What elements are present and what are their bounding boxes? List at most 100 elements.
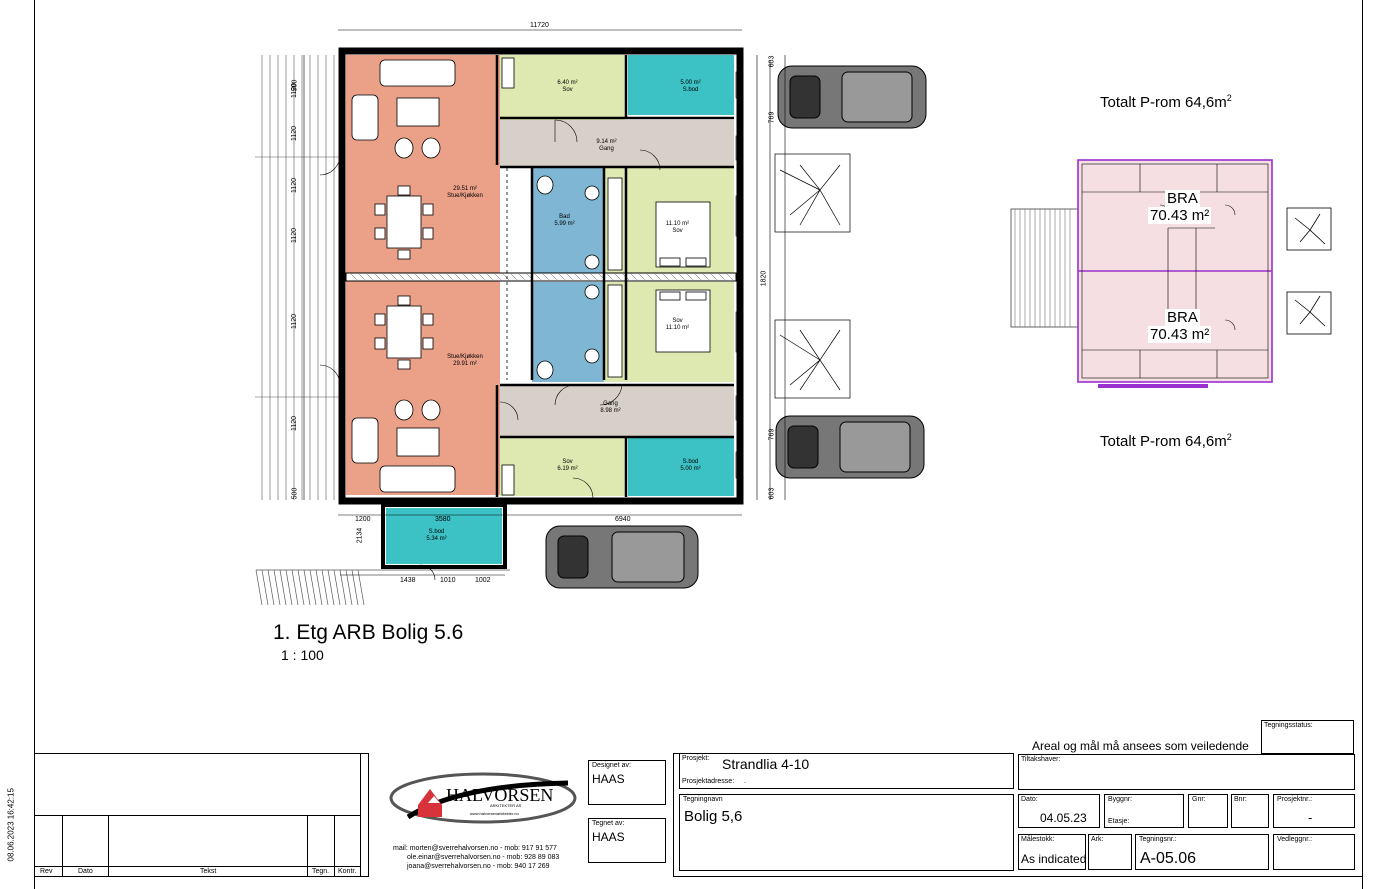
room-stue-top (346, 55, 500, 280)
prosjekt-value: Strandlia 4-10 (722, 756, 810, 772)
rev-header-rev: Rev (40, 868, 53, 875)
drawing-scale: 1 : 100 (281, 647, 324, 663)
logo-text: HALVORSEN (446, 785, 554, 805)
bnr-label: Bnr: (1234, 796, 1247, 803)
right-facade (735, 60, 771, 500)
malestokk-label: Målestokk: (1021, 836, 1055, 843)
room-sov-top-small (500, 55, 625, 120)
room-sov-bottom-small (500, 436, 625, 496)
dim-2134: 2134 (356, 527, 364, 544)
outer-walls (338, 47, 744, 505)
prosjektadresse-label: Prosjektadresse: (682, 778, 735, 785)
vedleggnr-box (1273, 834, 1355, 870)
tegningsnr-value: A-05.06 (1140, 850, 1197, 867)
dim-left-3: 1120 (291, 125, 299, 142)
rev-header-kontr: Kontr. (338, 868, 357, 875)
bra-label-bottom: BRA (1165, 309, 1200, 326)
car-middle (775, 415, 925, 479)
sheet-frame-bottom (34, 876, 1363, 877)
ark-box (1088, 834, 1132, 870)
prosjektnr-value: - (1308, 810, 1313, 825)
room-sbod-top (628, 55, 734, 115)
logo-url: www.halvorsenarkitekter.no (470, 811, 519, 816)
bra-label-top: BRA (1165, 190, 1200, 207)
room-gang-bottom (500, 386, 734, 436)
car-top (777, 65, 927, 129)
prosjekt-box (679, 753, 1014, 789)
contact-3: joana@sverrehalvorsen.no - mob: 940 17 2… (407, 863, 550, 870)
designet-av-box (588, 760, 666, 805)
dim-bottom-2: 3580 (435, 516, 451, 523)
byggnr-box (1104, 794, 1184, 828)
dim-right-4: 603 (768, 487, 776, 500)
room-sbod-outside (386, 508, 502, 564)
tegnet-av-box (588, 818, 666, 863)
bra-value-top: 70.43 m² (1148, 207, 1212, 224)
etasje-label: Etasje: (1108, 818, 1130, 825)
prosjektnr-label: Prosjektnr.: (1277, 796, 1313, 803)
tegnet-av-value: HAAS (592, 830, 625, 844)
note-text: Areal og mål må ansees som veiledende (1032, 739, 1249, 753)
tegningsnr-label: Tegningsnr.: (1139, 836, 1177, 843)
rev-header-tegn: Tegn. (312, 868, 330, 875)
gnr-box (1188, 794, 1228, 828)
prosjektnr-box (1273, 794, 1355, 828)
terrace-left (255, 55, 340, 500)
dim-right-1: 603 (768, 55, 776, 68)
side-date-stamp: 08.06.2023 16:42:15 (6, 788, 16, 862)
sheet-frame-right (1362, 0, 1363, 889)
prosjektadresse-value: . (744, 778, 746, 785)
dimension-lines (303, 29, 786, 576)
byggnr-label: Byggnr: (1108, 796, 1133, 803)
tegningsstatus-label: Tegningsstatus: (1264, 722, 1313, 729)
gnr-label: Gnr: (1192, 796, 1206, 803)
tiltakshaver-box (1018, 754, 1355, 790)
vedleggnr-label: Vedleggnr.: (1277, 836, 1313, 843)
door-swings (319, 119, 661, 581)
dim-small-3: 1002 (475, 577, 491, 584)
logo-sub: ARKITEKTER AS (490, 803, 522, 808)
malestokk-value: As indicated (1021, 852, 1087, 866)
total-p-rom-bottom: Totalt P-rom 64,6m2 (1100, 432, 1232, 450)
dim-left-2: 1120 (291, 82, 299, 99)
prosjekt-label: Prosjekt: (682, 755, 710, 762)
tegningnavn-box (679, 794, 1014, 871)
contact-2: ole.einar@sverrehalvorsen.no - mob: 928 … (407, 854, 560, 861)
dim-right-2: 769 (768, 111, 776, 124)
rev-header-dato: Dato (78, 868, 93, 875)
tiltakshaver-label: Tiltakshaver: (1021, 756, 1061, 763)
dim-left-6: 1120 (291, 313, 299, 330)
tegningsstatus-box (1261, 720, 1354, 754)
rev-header-tekst: Tekst (200, 868, 217, 875)
dim-bottom-1: 1200 (355, 516, 371, 523)
party-wall (345, 272, 737, 282)
designet-av-value: HAAS (592, 772, 625, 786)
tegningsnr-box (1135, 834, 1269, 870)
tegnet-av-label: Tegnet av: (592, 820, 625, 827)
interior-walls (495, 55, 734, 497)
ark-label: Ark: (1091, 836, 1104, 843)
tegningnavn-label: Tegningnavn (683, 796, 723, 803)
dim-small-2: 1010 (440, 577, 456, 584)
dato-value: 04.05.23 (1040, 811, 1087, 825)
drawing-title: 1. Etg ARB Bolig 5.6 (273, 621, 464, 644)
malestokk-box (1018, 834, 1086, 870)
dim-left-7: 1120 (291, 415, 299, 432)
bra-value-bottom: 70.43 m² (1148, 326, 1212, 343)
floor-plan (255, 29, 1332, 606)
dim-small-1: 1438 (400, 577, 416, 584)
car-bottom (545, 525, 699, 589)
dato-box (1018, 794, 1100, 828)
sheet-frame-left (34, 0, 35, 889)
dim-left-8: 500 (291, 487, 299, 500)
